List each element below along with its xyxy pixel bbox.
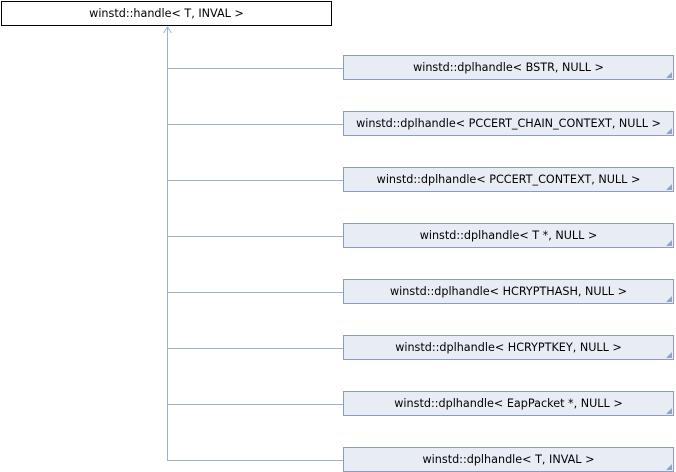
- derived-class-node-t-pointer[interactable]: winstd::dplhandle< T *, NULL >: [343, 223, 674, 248]
- base-class-label: winstd::handle< T, INVAL >: [89, 7, 244, 20]
- derived-class-node-pccert-chain-context[interactable]: winstd::dplhandle< PCCERT_CHAIN_CONTEXT,…: [343, 111, 674, 136]
- derived-class-node-t-inval[interactable]: winstd::dplhandle< T, INVAL >: [343, 447, 674, 472]
- derived-class-node-pccert-context[interactable]: winstd::dplhandle< PCCERT_CONTEXT, NULL …: [343, 167, 674, 192]
- derived-class-label: winstd::dplhandle< BSTR, NULL >: [413, 61, 604, 74]
- base-class-node[interactable]: winstd::handle< T, INVAL >: [1, 1, 332, 26]
- derived-class-node-hcrypthash[interactable]: winstd::dplhandle< HCRYPTHASH, NULL >: [343, 279, 674, 304]
- derived-class-node-bstr[interactable]: winstd::dplhandle< BSTR, NULL >: [343, 55, 674, 80]
- inheritance-arrowhead-icon: [163, 26, 172, 34]
- derived-class-label: winstd::dplhandle< T *, NULL >: [419, 229, 598, 242]
- derived-class-node-hcryptkey[interactable]: winstd::dplhandle< HCRYPTKEY, NULL >: [343, 335, 674, 360]
- derived-class-node-eappacket-pointer[interactable]: winstd::dplhandle< EapPacket *, NULL >: [343, 391, 674, 416]
- derived-class-label: winstd::dplhandle< T, INVAL >: [422, 453, 595, 466]
- derived-class-label: winstd::dplhandle< HCRYPTKEY, NULL >: [395, 341, 622, 354]
- derived-class-label: winstd::dplhandle< EapPacket *, NULL >: [394, 397, 623, 410]
- derived-class-label: winstd::dplhandle< PCCERT_CONTEXT, NULL …: [376, 173, 641, 186]
- derived-class-label: winstd::dplhandle< PCCERT_CHAIN_CONTEXT,…: [356, 117, 661, 130]
- derived-class-label: winstd::dplhandle< HCRYPTHASH, NULL >: [390, 285, 627, 298]
